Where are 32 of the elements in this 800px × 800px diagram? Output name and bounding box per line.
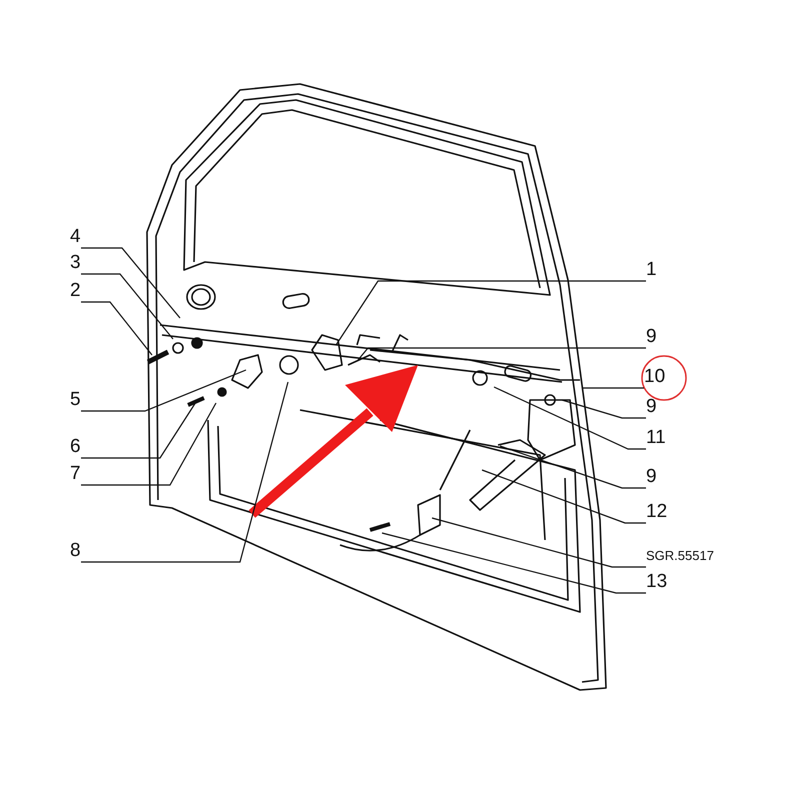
leader-line — [382, 532, 646, 594]
callout-number: 13 — [646, 572, 668, 592]
leader-line — [358, 347, 646, 360]
leader-line — [494, 386, 646, 450]
leader-line — [562, 399, 646, 419]
leader-line — [81, 273, 174, 340]
leader-line — [81, 369, 246, 412]
leader-line — [500, 445, 646, 489]
callout-number: 9 — [646, 327, 657, 347]
callout-number: SGR.55517 — [646, 546, 714, 566]
callout-number: 5 — [70, 390, 81, 410]
leader-line — [582, 387, 644, 389]
callout-number: 4 — [70, 227, 81, 247]
callout-number: 6 — [70, 437, 81, 457]
leader-line — [482, 469, 646, 524]
leader-line — [432, 517, 646, 568]
callout-number: 12 — [646, 502, 668, 522]
leader-line — [81, 382, 289, 563]
leader-line — [81, 402, 217, 486]
leader-line — [81, 247, 180, 318]
callout-number: 3 — [70, 253, 81, 273]
callout-number: 1 — [646, 260, 657, 280]
leader-line — [81, 402, 196, 459]
callout-number: 7 — [70, 464, 81, 484]
leader-line — [81, 301, 152, 356]
callout-number: 2 — [70, 281, 81, 301]
leader-line — [336, 280, 646, 346]
callout-number: 11 — [646, 428, 666, 448]
callout-number: 8 — [70, 541, 81, 561]
callout-number: 9 — [646, 467, 657, 487]
callout-number: 9 — [646, 397, 657, 417]
callout-number: 10 — [644, 367, 666, 387]
